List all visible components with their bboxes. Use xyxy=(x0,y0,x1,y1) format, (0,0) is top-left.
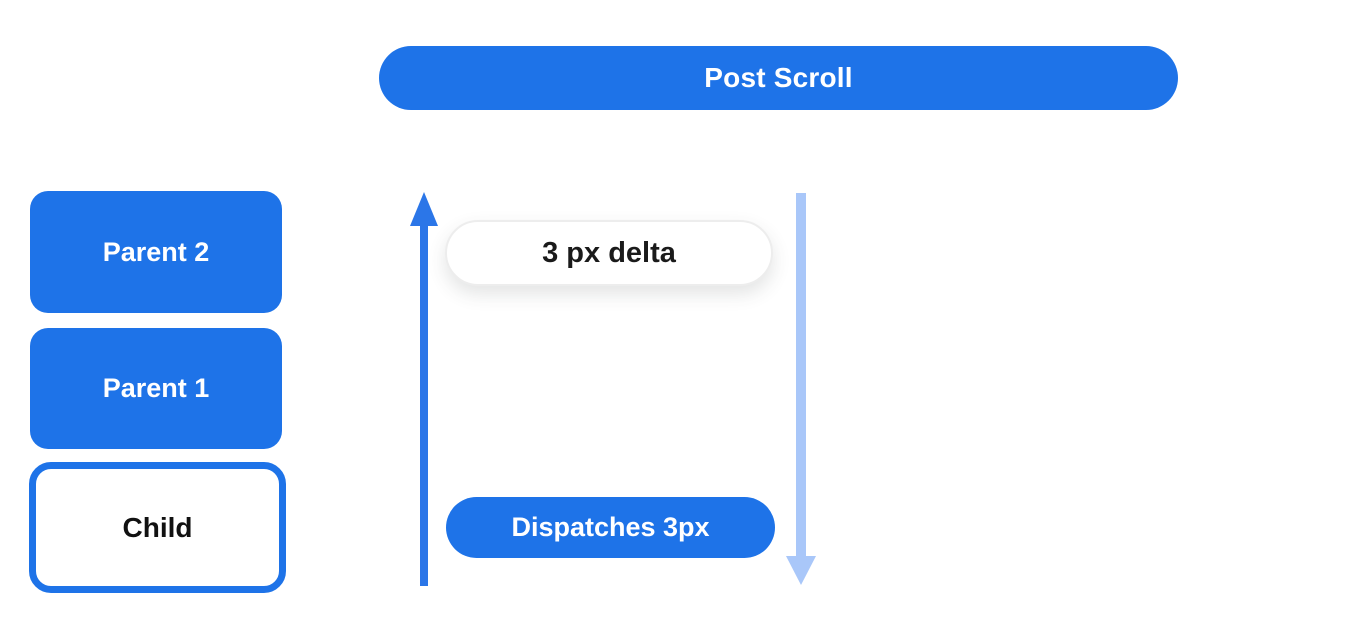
arrow-up-shaft xyxy=(420,222,428,586)
child-box: Child xyxy=(29,462,286,593)
dispatch-pill: Dispatches 3px xyxy=(446,497,775,558)
arrow-up-head xyxy=(410,192,438,226)
arrow-up-icon xyxy=(410,192,438,586)
arrow-down-icon xyxy=(786,193,816,585)
parent-2-box: Parent 2 xyxy=(30,191,282,313)
delta-pill: 3 px delta xyxy=(445,220,773,286)
dispatch-pill-label: Dispatches 3px xyxy=(511,512,710,542)
parent-2-label: Parent 2 xyxy=(102,236,210,267)
arrow-down-shaft xyxy=(796,193,806,561)
child-label: Child xyxy=(122,511,193,543)
delta-pill-label: 3 px delta xyxy=(542,236,676,269)
parent-1-label: Parent 1 xyxy=(102,373,210,403)
parent-1-box: Parent 1 xyxy=(30,328,282,449)
post-scroll-banner: Post Scroll xyxy=(379,46,1178,110)
arrow-down-head xyxy=(786,556,816,585)
post-scroll-banner-label: Post Scroll xyxy=(704,62,853,93)
